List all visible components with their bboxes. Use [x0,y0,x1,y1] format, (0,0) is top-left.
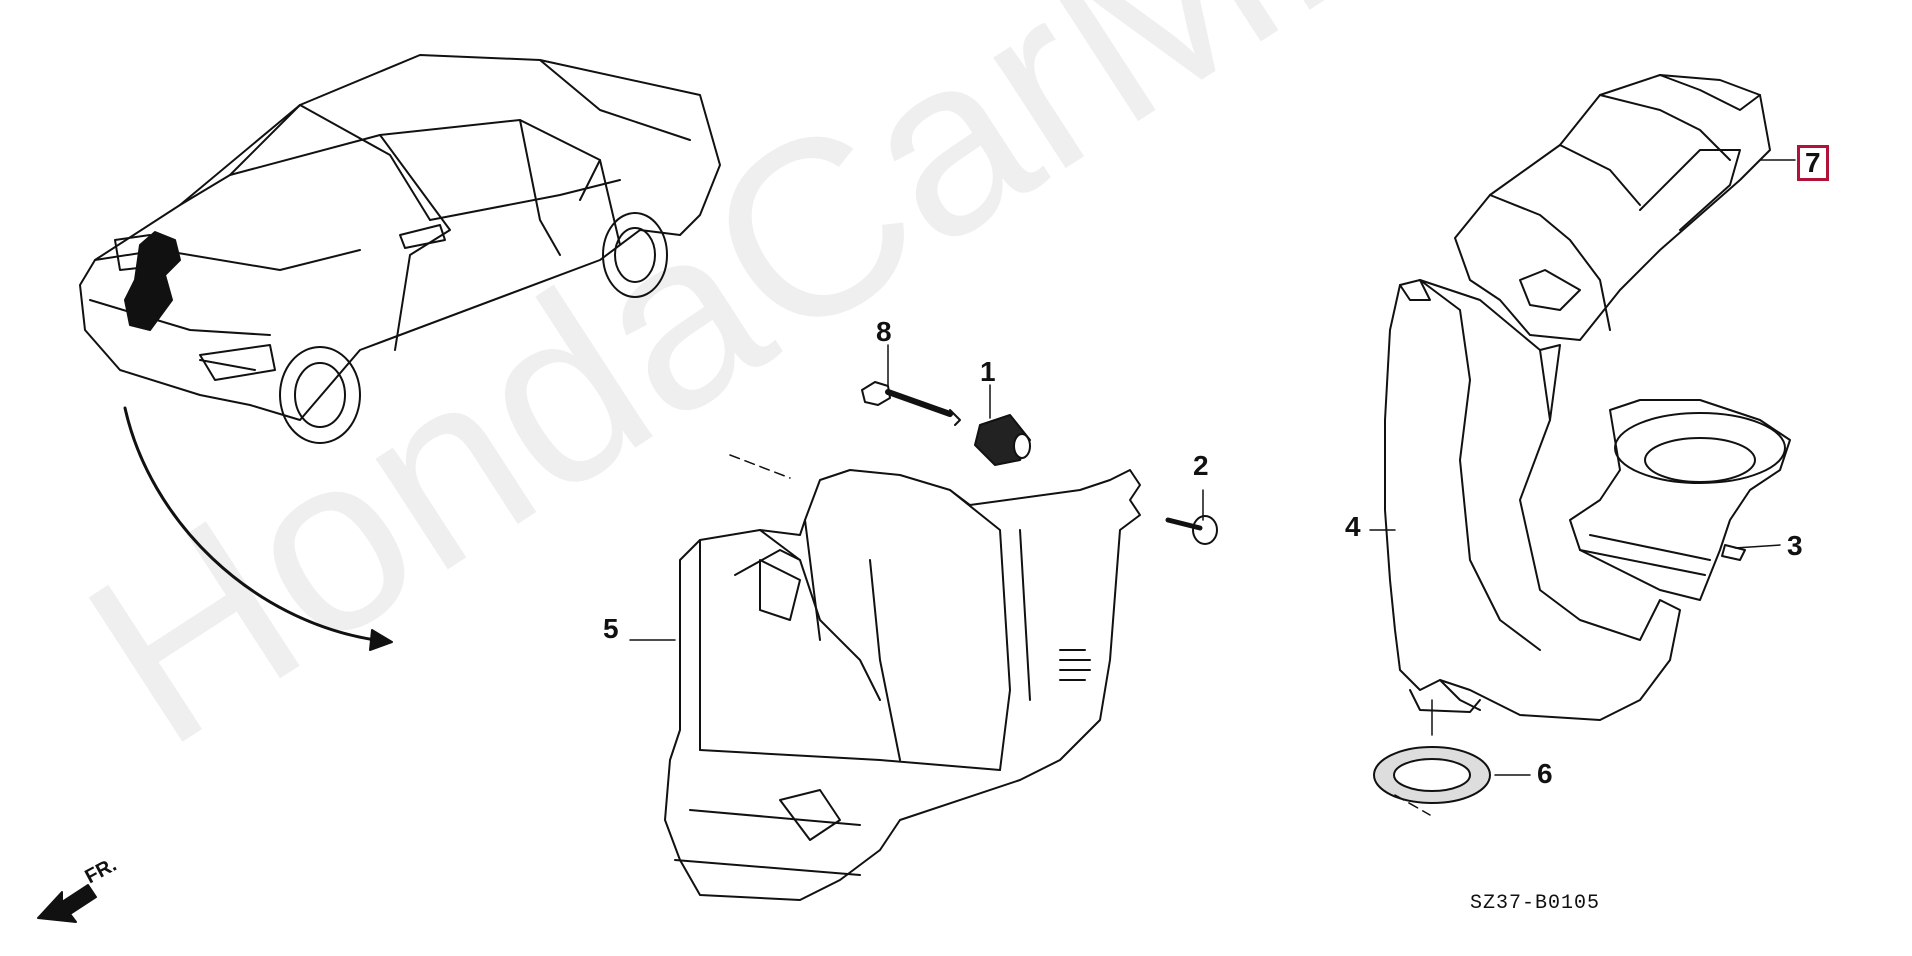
callout-3: 3 [1787,530,1803,561]
front-direction-arrow [37,884,97,923]
part-3-rubber-joint [1569,399,1791,601]
part-8-bolt [861,381,961,426]
diagram-code: SZ37-B0105 [1470,892,1601,915]
callout-5: 5 [603,613,619,644]
callout-1: 1 [980,356,996,387]
car-illustration [79,54,721,444]
part-2-screw [1165,515,1218,545]
part-6-seal-ring [1373,746,1491,804]
callout-4: 4 [1345,511,1361,542]
part-5-tank [664,469,1141,901]
location-arrow [123,406,393,651]
part-4-intake-tube [1384,279,1681,721]
callout-7-highlighted[interactable]: 7 [1797,145,1829,181]
part-7-upper-duct [1454,74,1771,341]
highlighted-location [124,231,181,331]
part-1-grommet [974,414,1031,466]
callout-6: 6 [1537,758,1553,789]
callout-2: 2 [1193,450,1209,481]
leader-lines [629,159,1796,816]
callout-8: 8 [876,316,892,347]
